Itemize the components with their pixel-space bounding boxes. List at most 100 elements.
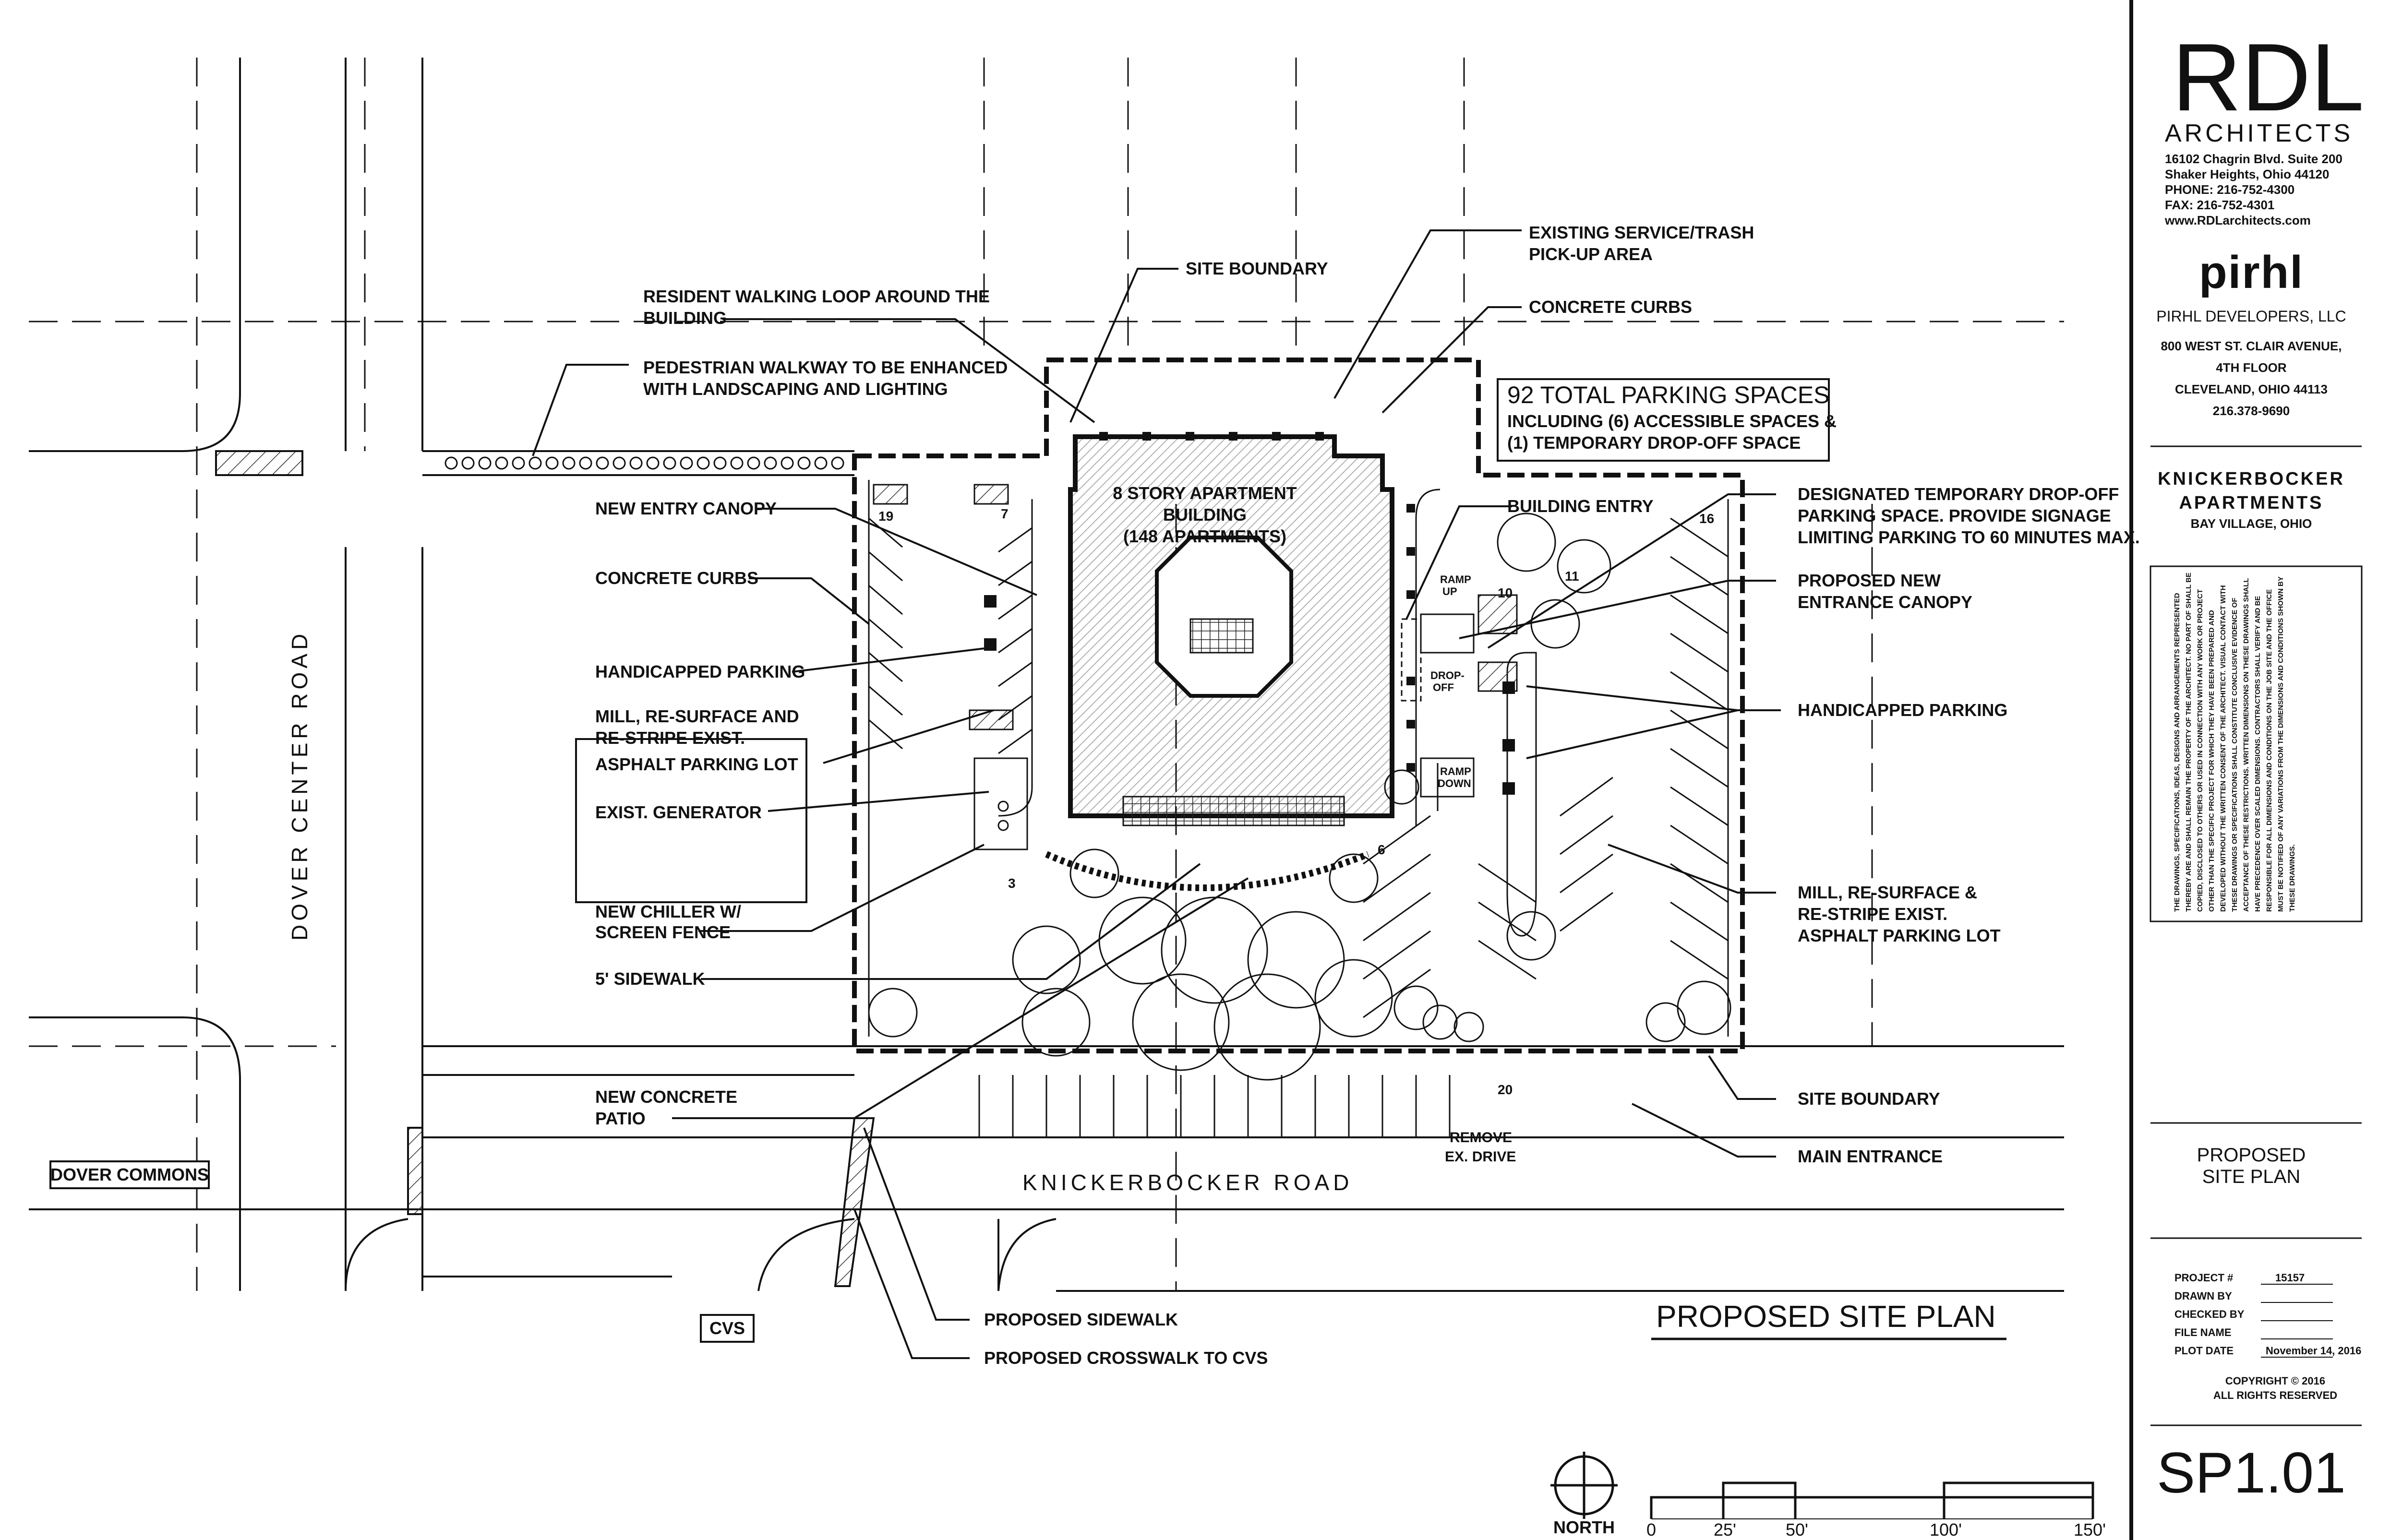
concrete-curbs-label: CONCRETE CURBS	[595, 568, 758, 588]
space-count: 16	[1699, 511, 1714, 526]
project-location: BAY VILLAGE, OHIO	[2191, 516, 2312, 531]
landscape-trees	[868, 513, 1731, 1081]
space-count: 6	[1378, 842, 1385, 857]
disclaimer-line: COPIED, DISCLOSED TO OTHERS OR USED IN C…	[2196, 589, 2204, 912]
disclaimer-box	[2150, 565, 2363, 922]
developer-address: CLEVELAND, OHIO 44113	[2175, 382, 2328, 396]
sheet-number: SP1.01	[2157, 1441, 2346, 1505]
mill-resurface-label: MILL, RE-SURFACE AND	[595, 706, 799, 726]
architect-address: 16102 Chagrin Blvd. Suite 200	[2165, 152, 2342, 166]
disclaimer-line: THESE DRAWINGS.	[2288, 844, 2296, 912]
handicapped-parking-label: HANDICAPPED PARKING	[1798, 700, 2007, 720]
disclaimer-line: THESE DRAWINGS OR SPECIFICATIONS SHALL C…	[2231, 598, 2239, 912]
title-block: RDL ARCHITECTS 16102 Chagrin Blvd. Suite…	[2150, 24, 2364, 1505]
drop-off-note: LIMITING PARKING TO 60 MINUTES MAX.	[1798, 527, 2140, 547]
disclaimer-line: RESPONSIBLE FOR ALL DIMENSIONS AND CONDI…	[2265, 589, 2273, 912]
patio-label: NEW CONCRETE	[595, 1087, 737, 1107]
architect-address: Shaker Heights, Ohio 44120	[2165, 167, 2329, 181]
walkway-landscape	[444, 456, 844, 470]
building-entry-label: BUILDING ENTRY	[1507, 496, 1654, 516]
disclaimer-line: THEREBY ARE AND SHALL REMAIN THE PROPERT…	[2185, 573, 2193, 912]
building-label-line-3: (148 APARTMENTS)	[1123, 526, 1286, 546]
drop-off-label: DROP-	[1430, 669, 1465, 681]
handicapped-parking-label: HANDICAPPED PARKING	[595, 662, 805, 681]
architect-address: FAX: 216-752-4301	[2165, 198, 2274, 212]
pedestrian-walkway-label: PEDESTRIAN WALKWAY TO BE ENHANCED	[643, 358, 1008, 377]
sheet-title: SITE PLAN	[2202, 1166, 2301, 1187]
drawing-title: PROPOSED SITE PLAN	[1656, 1299, 1996, 1334]
chiller-label: NEW CHILLER W/	[595, 902, 741, 921]
info-value: November 14, 2016	[2266, 1345, 2361, 1357]
ramp-down-label: RAMP	[1440, 765, 1471, 777]
developer-address: 4TH FLOOR	[2216, 360, 2287, 375]
mill-resurface-label: MILL, RE-SURFACE &	[1798, 883, 1977, 902]
space-count: 3	[1008, 876, 1016, 891]
disclaimer-line: HAVE PRECEDENCE OVER SCALED DIMENSIONS. …	[2254, 596, 2262, 912]
developer-name: PIRHL DEVELOPERS, LLC	[2156, 308, 2346, 325]
proposed-sidewalk-label: PROPOSED SIDEWALK	[984, 1310, 1178, 1329]
project-name: APARTMENTS	[2179, 493, 2323, 513]
cvs-box	[700, 1314, 755, 1343]
dover-commons-box	[49, 1160, 210, 1189]
scale-tick: 150'	[2074, 1520, 2106, 1540]
walking-loop-label: RESIDENT WALKING LOOP AROUND THE	[643, 287, 990, 306]
dover-commons-label: DOVER COMMONS	[50, 1165, 209, 1184]
apartment-building	[1068, 432, 1415, 826]
cvs-label: CVS	[709, 1318, 745, 1338]
ramp-up-label: UP	[1442, 585, 1457, 597]
generator-label: EXIST. GENERATOR	[595, 802, 762, 822]
service-area-label: EXISTING SERVICE/TRASH	[1529, 223, 1754, 242]
walking-loop-label: BUILDING	[643, 308, 727, 328]
architect-address: www.RDLarchitects.com	[2164, 213, 2311, 227]
info-label: PROJECT #	[2174, 1272, 2233, 1284]
disclaimer-line: ACCEPTANCE OF THESE RESTRICTIONS. WRITTE…	[2242, 578, 2250, 912]
building-label-line-1: 8 STORY APARTMENT	[1113, 483, 1297, 503]
drop-off-label: OFF	[1433, 681, 1454, 693]
entrance-canopy-label: ENTRANCE CANOPY	[1798, 592, 1972, 612]
disclaimer-line: MUST BE NOTIFIED OF ANY VARIATIONS FROM …	[2277, 576, 2285, 912]
project-info: PROJECT # 15157 DRAWN BY CHECKED BY FILE…	[2174, 1272, 2361, 1358]
disclaimer-line: DEVELOPED WITHOUT THE WRITTEN CONSENT OF…	[2219, 585, 2227, 912]
scale-tick: 0	[1646, 1520, 1656, 1540]
info-value: 15157	[2275, 1272, 2305, 1284]
drop-off-note: PARKING SPACE. PROVIDE SIGNAGE	[1798, 506, 2111, 525]
chiller-label: SCREEN FENCE	[595, 922, 731, 942]
site-boundary-label: SITE BOUNDARY	[1186, 259, 1328, 278]
plan-notes-small: RAMP UP DROP- OFF RAMP DOWN	[1430, 573, 1471, 789]
knickerbocker-road-label: KNICKERBOCKER ROAD	[1022, 1170, 1353, 1195]
ramp-up-label: RAMP	[1440, 573, 1471, 585]
remove-drive-label: REMOVE	[1450, 1130, 1512, 1146]
disclaimer-text: THE DRAWINGS, SPECIFICATIONS, IDEAS, DES…	[2173, 573, 2296, 912]
scale-bar	[1650, 1481, 2094, 1519]
proposed-crosswalk-label: PROPOSED CROSSWALK TO CVS	[984, 1348, 1268, 1368]
dover-center-road-label: DOVER CENTER ROAD	[287, 630, 312, 941]
disclaimer-line: THE DRAWINGS, SPECIFICATIONS, IDEAS, DES…	[2173, 593, 2181, 912]
parking-summary-box	[1497, 378, 1830, 462]
mill-resurface-label: ASPHALT PARKING LOT	[1798, 926, 2001, 945]
info-label: CHECKED BY	[2174, 1308, 2245, 1320]
ramp-down-label: DOWN	[1438, 777, 1471, 789]
space-count: 7	[1001, 506, 1009, 521]
scale-tick: 100'	[1930, 1520, 1962, 1540]
disclaimer-line: OTHER THAN THE SPECIFIC PROJECT FOR WHIC…	[2208, 610, 2216, 912]
north-arrow-icon	[1550, 1452, 1618, 1519]
copyright: COPYRIGHT © 2016	[2225, 1375, 2325, 1387]
patio-label: PATIO	[595, 1109, 646, 1128]
architect-logo: RDL	[2172, 24, 2364, 131]
parking-summary-title: 92 TOTAL PARKING SPACES	[1507, 382, 1830, 408]
service-area-label: PICK-UP AREA	[1529, 244, 1653, 264]
building-label-line-2: BUILDING	[1163, 505, 1247, 525]
developer-logo: pirhl	[2199, 247, 2304, 298]
mill-resurface-label: RE-STRIPE EXIST.	[595, 728, 745, 748]
drop-off-note: DESIGNATED TEMPORARY DROP-OFF	[1798, 484, 2119, 504]
north-label: NORTH	[1553, 1517, 1615, 1537]
mill-resurface-label: ASPHALT PARKING LOT	[595, 754, 798, 774]
parking-summary-line-1: INCLUDING (6) ACCESSIBLE SPACES &	[1507, 411, 1837, 431]
scale-ticks: 0 25' 50' 100' 150'	[1646, 1520, 2106, 1540]
left-callouts: RESIDENT WALKING LOOP AROUND THE BUILDIN…	[595, 287, 1268, 1368]
scale-tick: 25'	[1714, 1520, 1736, 1540]
scale-tick: 50'	[1786, 1520, 1808, 1540]
accessible-stall-markers	[984, 595, 1515, 795]
parking-summary-line-2: (1) TEMPORARY DROP-OFF SPACE	[1507, 433, 1801, 453]
